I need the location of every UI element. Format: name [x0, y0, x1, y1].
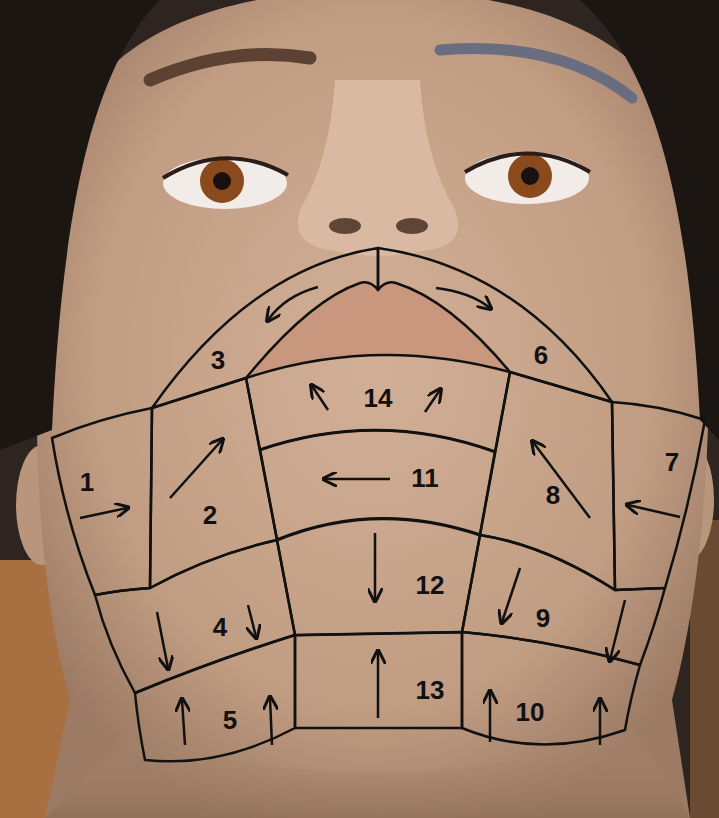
region-border: [260, 430, 495, 540]
region-number: 6: [534, 342, 548, 368]
stroke-arrow: [610, 600, 625, 660]
neck-shade: [45, 720, 690, 818]
region-number: 3: [211, 347, 225, 373]
region-outline: [274, 516, 483, 638]
region-number: 9: [536, 605, 550, 631]
eyelid: [163, 158, 288, 178]
region-outline: [477, 369, 618, 593]
eyelid: [465, 154, 590, 173]
region-border: [378, 248, 612, 402]
region-outline: [257, 427, 498, 543]
region-outline: [459, 629, 643, 748]
stroke-arrow: [268, 287, 318, 320]
face-region: 6: [375, 245, 615, 405]
region-number: 2: [203, 502, 217, 528]
region-outline: [49, 405, 155, 598]
iris: [200, 159, 244, 203]
face-region: 1: [49, 405, 155, 598]
region-border: [295, 632, 462, 728]
eye: [163, 157, 287, 209]
stroke-arrow: [377, 652, 380, 718]
eyebrow: [150, 54, 310, 80]
face-region: 8: [477, 369, 618, 593]
stroke-arrow: [425, 390, 440, 412]
pupil: [521, 167, 539, 185]
pupil: [213, 172, 231, 190]
stroke-arrow: [436, 288, 490, 308]
region-outline: [375, 245, 615, 405]
face-region: 3: [149, 245, 381, 411]
region-border: [52, 408, 152, 595]
stroke-arrow: [489, 692, 492, 742]
region-border: [277, 519, 480, 635]
face-region: 7: [609, 399, 708, 593]
face-region: 13: [292, 629, 465, 731]
stroke-arrow: [628, 505, 680, 517]
eyebrow: [440, 49, 632, 98]
face-region: 10: [459, 629, 643, 748]
hair: [0, 0, 160, 450]
stroke-arrow: [312, 386, 328, 410]
face-skin: [37, 0, 709, 818]
region-number: 10: [516, 699, 545, 725]
region-number: 7: [665, 449, 679, 475]
stroke-arrow: [374, 533, 377, 600]
stroke-arrow: [80, 508, 127, 518]
region-border: [480, 372, 615, 590]
region-number: 14: [364, 385, 393, 411]
stroke-arrow: [502, 568, 520, 622]
region-outline: [92, 537, 298, 696]
region-number: 4: [213, 614, 227, 640]
stroke-arrow: [325, 478, 390, 481]
stroke-arrow: [182, 700, 185, 745]
face-region: 14: [243, 352, 513, 455]
region-number: 1: [80, 469, 94, 495]
nostril: [396, 218, 428, 234]
stroke-arrow: [248, 605, 256, 637]
nostril: [329, 218, 361, 234]
region-number: 5: [223, 707, 237, 733]
region-outline: [609, 399, 708, 593]
region-number: 11: [411, 465, 439, 491]
region-border: [135, 635, 295, 761]
region-outline: [149, 245, 381, 411]
eye: [465, 152, 589, 204]
stroke-arrow: [170, 440, 222, 498]
region-number: 12: [416, 572, 445, 598]
region-border: [150, 378, 277, 588]
face-region: 11: [257, 427, 498, 543]
region-number: 13: [416, 677, 445, 703]
region-border: [246, 355, 510, 452]
region-border: [152, 248, 378, 408]
region-outline: [132, 632, 298, 764]
region-number: 8: [546, 482, 560, 508]
face-region: 5: [132, 632, 298, 764]
region-border: [612, 402, 705, 590]
face-region: 12: [274, 516, 483, 638]
region-border: [462, 632, 640, 745]
stroke-arrow: [533, 442, 590, 518]
iris: [508, 154, 552, 198]
nose: [298, 80, 458, 256]
stroke-arrow: [157, 612, 168, 668]
hair: [580, 0, 719, 440]
face-region: 4: [92, 537, 298, 696]
